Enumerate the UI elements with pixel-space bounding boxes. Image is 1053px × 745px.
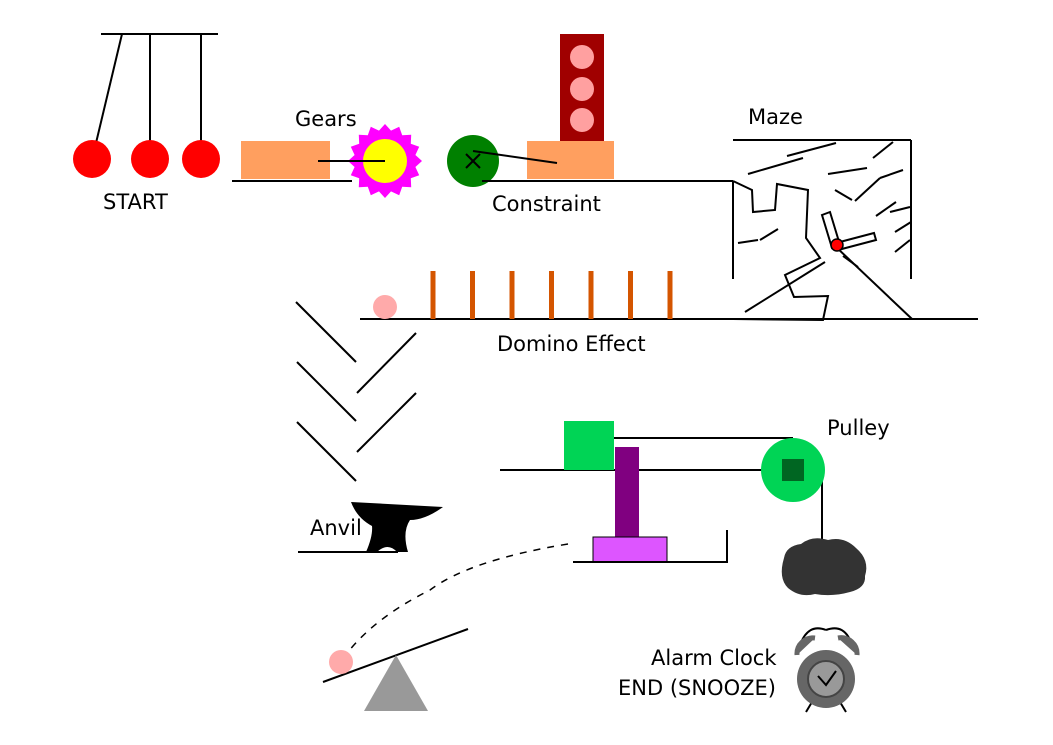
anvil-label: Anvil <box>310 516 362 540</box>
maze-wall <box>894 239 911 253</box>
maze-wall <box>732 180 830 322</box>
ramp <box>296 421 357 482</box>
pulley-section <box>500 421 867 596</box>
ramp <box>296 361 357 422</box>
ramp <box>295 301 357 363</box>
maze-wall <box>854 177 881 202</box>
domino[interactable] <box>470 271 475 319</box>
maze-wall <box>747 157 804 175</box>
constraint-label: Constraint <box>492 192 601 216</box>
maze-wall <box>894 221 912 233</box>
pulley-hub <box>782 459 804 481</box>
newtons-cradle <box>73 33 220 178</box>
alarm-clock-icon[interactable] <box>794 627 860 713</box>
anvil-icon[interactable] <box>351 502 443 552</box>
domino[interactable] <box>430 271 436 319</box>
rock-weight[interactable] <box>781 538 867 596</box>
pendulum-ball[interactable] <box>73 140 111 178</box>
seesaw-ball[interactable] <box>329 650 353 674</box>
maze-wall <box>872 141 894 159</box>
violet-base <box>592 536 668 563</box>
maze-wall <box>759 228 779 241</box>
clock-hands <box>817 670 837 687</box>
maze-wall <box>786 142 837 157</box>
maze-wall <box>842 255 859 268</box>
domino[interactable] <box>509 271 515 319</box>
maze-pivot <box>830 238 844 252</box>
pendulum-ball[interactable] <box>182 140 220 178</box>
maze-lever[interactable] <box>820 210 878 252</box>
seesaw-section <box>322 543 569 711</box>
base-tray <box>573 530 728 563</box>
domino-section <box>360 271 978 320</box>
close-icon <box>465 153 481 169</box>
maze-wall <box>879 169 904 179</box>
fulcrum <box>364 655 428 711</box>
maze-wall <box>889 206 911 213</box>
purple-post <box>615 447 639 537</box>
green-block[interactable] <box>564 421 614 470</box>
ramp <box>356 332 417 394</box>
push-block[interactable] <box>241 141 330 179</box>
constraint-section <box>447 34 733 187</box>
domino[interactable] <box>628 271 633 319</box>
pendulum-ball[interactable] <box>131 140 169 178</box>
tower-ball[interactable] <box>570 108 594 132</box>
zigzag-ramps <box>295 301 417 482</box>
maze-wall <box>827 167 868 175</box>
start-label: START <box>103 190 168 214</box>
seesaw-plank[interactable] <box>322 628 469 683</box>
domino-ball[interactable] <box>373 295 397 319</box>
gears-label: Gears <box>295 107 357 131</box>
maze-wall <box>834 245 913 320</box>
domino[interactable] <box>549 271 554 319</box>
maze <box>732 139 913 322</box>
gears-section <box>232 124 422 198</box>
tower-ball[interactable] <box>570 45 594 69</box>
maze-wall <box>744 261 826 313</box>
tower-ball[interactable] <box>570 77 594 101</box>
domino-row <box>430 271 673 319</box>
maze-wall <box>875 201 897 217</box>
maze-wall <box>737 239 759 244</box>
constraint-link <box>472 150 558 164</box>
ball-trajectory <box>341 543 569 661</box>
end-label: END (SNOOZE) <box>618 676 776 700</box>
domino-label: Domino Effect <box>497 332 646 356</box>
cradle-string <box>95 33 123 144</box>
anvil-section <box>298 502 443 553</box>
pulley-label: Pulley <box>827 416 890 440</box>
ramp <box>356 392 417 453</box>
alarm-clock-label: Alarm Clock <box>651 646 777 670</box>
maze-label: Maze <box>748 105 803 129</box>
maze-wall <box>834 189 853 201</box>
domino[interactable] <box>667 271 673 319</box>
domino[interactable] <box>588 271 594 319</box>
